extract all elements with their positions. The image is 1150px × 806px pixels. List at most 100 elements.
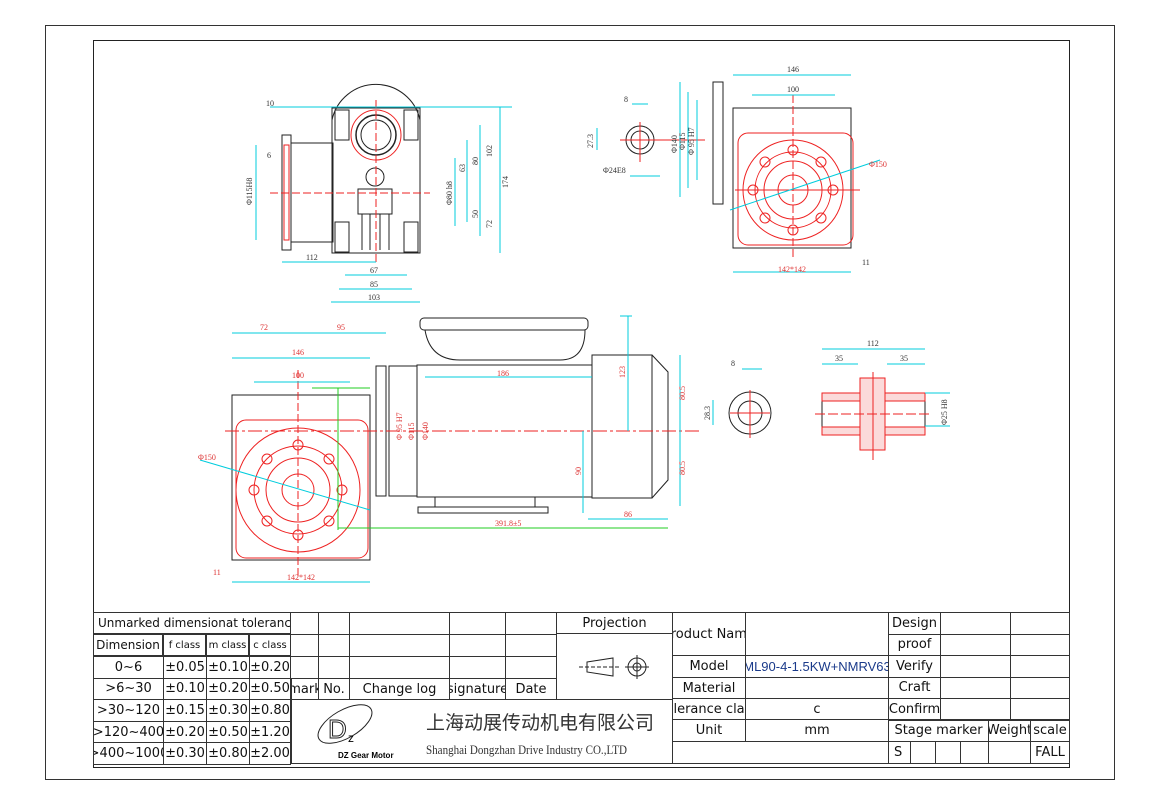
- dim-label: 80.5: [678, 386, 687, 400]
- approval-date-cell: [1010, 676, 1070, 699]
- dim-label: Φ140: [670, 135, 679, 153]
- dimension-range: 0~6: [93, 656, 164, 679]
- change-log-cell: [290, 612, 319, 635]
- change-log-cell: [505, 656, 557, 679]
- tolerance-class-value: c: [745, 698, 889, 720]
- change-log-cell: [318, 656, 350, 679]
- product-name-value: [745, 612, 889, 656]
- dim-label: 186: [497, 369, 509, 378]
- dim-label: 8: [624, 95, 628, 104]
- approval-label: Craft: [888, 676, 941, 699]
- header-mark: mark: [291, 678, 319, 700]
- stage-marker-label: Stage marker: [888, 719, 989, 742]
- approval-signature-cell: [940, 698, 1011, 721]
- dim-label: Φ 95 H7: [687, 127, 696, 155]
- dim-label: 142*142: [287, 573, 315, 582]
- header-cell: m class: [206, 634, 249, 656]
- dim-label: 112: [306, 253, 318, 262]
- header-no: No.: [318, 678, 350, 700]
- change-log-cell: [290, 656, 319, 679]
- dimension-range: >400~1000: [93, 742, 164, 765]
- tolerance-value: ±0.50: [206, 720, 250, 744]
- dim-label: 8: [731, 359, 735, 368]
- change-log-cell: [349, 656, 450, 679]
- tolerance-value: ±0.80: [249, 699, 291, 722]
- change-log-cell: [318, 634, 350, 657]
- dim-label: 28.3: [703, 406, 712, 420]
- change-log-cell: [505, 634, 557, 657]
- blank-cell: [672, 741, 889, 764]
- dim-label: 146: [292, 348, 304, 357]
- dim-label: Φ25 H8: [940, 399, 949, 425]
- dim-label: 63: [458, 164, 467, 172]
- change-log-cell: [505, 612, 557, 635]
- header-cell: c class: [249, 634, 291, 656]
- projection-icon: [578, 654, 649, 679]
- change-log-cell: [449, 656, 506, 679]
- approval-label: Verify: [888, 655, 941, 678]
- change-log-cell: [349, 634, 450, 657]
- front-view-dims: 146 100 Φ150 142*142 8 27.3 Φ24E8 Φ140 Φ…: [586, 65, 887, 274]
- header-change-log: Change log: [349, 678, 450, 700]
- stage-cell: [960, 741, 989, 764]
- dim-label: 80: [471, 157, 480, 165]
- tolerance-value: ±0.50: [249, 677, 291, 701]
- technical-drawing: 10 6 Φ115H8 112 67 85 103 102 80 63 Φ80 …: [198, 65, 950, 583]
- dim-label: Φ150: [869, 160, 887, 169]
- change-log-cell: [318, 612, 350, 635]
- dim-label: 67: [370, 266, 378, 275]
- dim-label: 90: [574, 467, 583, 475]
- tolerance-value: ±0.30: [163, 742, 207, 765]
- tolerance-value: ±0.20: [249, 656, 291, 679]
- unit-value: mm: [745, 719, 889, 742]
- svg-text:D: D: [328, 714, 347, 744]
- change-log-cell: [290, 634, 319, 657]
- tolerance-value: ±0.05: [163, 656, 207, 679]
- front-view: [596, 74, 881, 273]
- scale-value: FALL: [1030, 741, 1070, 764]
- weight-value: [988, 741, 1031, 764]
- tolerance-value: ±1.20: [249, 720, 291, 744]
- tolerance-value: ±0.30: [206, 699, 250, 722]
- shaft-view-dims: 8 28.3 112 35 35 Φ25 H8: [703, 339, 949, 425]
- approval-date-cell: [1010, 612, 1070, 635]
- tolerance-value: ±2.00: [249, 742, 291, 765]
- outer-border: [45, 25, 1115, 780]
- stage-cell: [935, 741, 961, 764]
- company-name-en: Shanghai Dongzhan Drive Industry CO.,LTD: [426, 742, 627, 757]
- company-name-cn: 上海动展传动机电有限公司: [426, 712, 655, 734]
- weight-label: Weight: [988, 719, 1031, 742]
- dim-label: Φ24E8: [603, 166, 626, 175]
- approval-label: Confirm: [888, 698, 941, 721]
- dim-label: Φ115: [407, 422, 416, 440]
- assembly-view: [199, 315, 700, 583]
- tolerance-value: ±0.10: [206, 656, 250, 679]
- dim-label: 86: [624, 510, 632, 519]
- header-date: Date: [505, 678, 557, 700]
- product-name-label: Product Name: [672, 612, 746, 656]
- dim-label: Φ150: [198, 453, 216, 462]
- projection-label: Projection: [556, 612, 673, 634]
- dim-label: 103: [368, 293, 380, 302]
- dim-label: 27.3: [586, 134, 595, 148]
- stage-cell: [910, 741, 936, 764]
- projection-symbol: [556, 633, 673, 700]
- header-cell: f class: [163, 634, 206, 656]
- dim-label: 123: [618, 366, 627, 378]
- assembly-view-dims: 72 95 146 100 Φ150 142*142 186 123 80.5 …: [198, 323, 687, 582]
- approval-date-cell: [1010, 655, 1070, 678]
- dim-label: 142*142: [778, 265, 806, 274]
- approval-signature-cell: [940, 655, 1011, 678]
- tolerance-title: Unmarked dimensionat tolerance: [93, 612, 291, 634]
- dim-label: 80.5: [678, 461, 687, 475]
- approval-signature-cell: [940, 676, 1011, 699]
- dimension-range: >6~30: [93, 677, 164, 701]
- dim-label: 11: [213, 568, 221, 577]
- dim-label: 11: [862, 258, 870, 267]
- approval-date-cell: [1010, 698, 1070, 721]
- side-view-dims: 10 6 Φ115H8 112 67 85 103 102 80 63 Φ80 …: [245, 99, 510, 302]
- tolerance-value: ±0.80: [206, 742, 250, 765]
- dim-label: 174: [501, 176, 510, 188]
